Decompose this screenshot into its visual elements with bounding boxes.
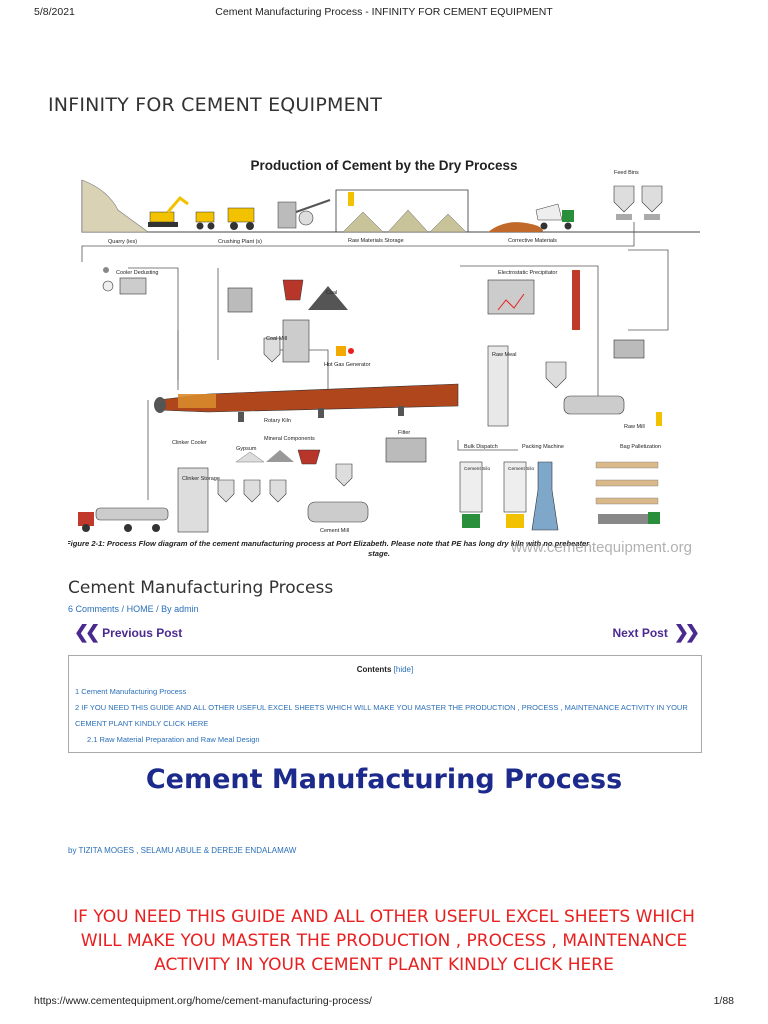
label-crushing: Crushing Plant (s) (218, 239, 262, 245)
label-feed-bins: Feed Bins (614, 170, 639, 176)
toc-title: Contents (356, 665, 392, 674)
table-of-contents: Contents [hide] 1 Cement Manufacturing P… (68, 655, 702, 753)
rotary-kiln (154, 383, 459, 422)
label-cooler-dedusting: Cooler Dedusting (116, 270, 159, 276)
figure-watermark: www.cementequipment.org (510, 539, 692, 556)
label-bag-pallet: Bag Palletization (620, 444, 661, 450)
raw-mill-filter (613, 339, 645, 359)
cta-link[interactable]: IF YOU NEED THIS GUIDE AND ALL OTHER USE… (73, 907, 695, 975)
print-doc-title: Cement Manufacturing Process - INFINITY … (215, 6, 553, 18)
label-hot-gas: Hot Gas Generator (324, 362, 371, 368)
cement-filter (385, 437, 427, 463)
corrective-pile (488, 222, 543, 232)
quarry-hill (81, 179, 149, 233)
tipper-truck-icon (535, 203, 574, 230)
print-date: 5/8/2021 (34, 6, 75, 18)
label-corrective: Corrective Materials (508, 238, 557, 244)
double-chevron-right-icon: ❯❯ (673, 622, 700, 642)
bag-pallets (595, 461, 660, 524)
figure-caption: Figure 2-1: Process Flow diagram of the … (68, 539, 591, 558)
label-cement-silo-2: Cement Silo (508, 466, 534, 472)
label-gypsum: Gypsum (236, 446, 257, 452)
excavator-icon (148, 195, 189, 227)
byline: by TIZITA MOGES , SELAMU ABULE & DEREJE … (68, 846, 297, 855)
raw-meal-silo (487, 345, 509, 427)
toc-header: Contents [hide] (69, 665, 701, 674)
toc-item[interactable]: CEMENT PLANT KINDLY CLICK HERE (75, 719, 209, 728)
toc-item[interactable]: 2.1 Raw Material Preparation and Raw Mea… (87, 735, 260, 744)
label-cement-mill: Cement Mill (320, 528, 349, 534)
toc-hide-toggle[interactable]: [hide] (393, 665, 414, 674)
print-url: https://www.cementequipment.org/home/cem… (34, 995, 372, 1007)
label-clinker-storage: Clinker Storage (182, 476, 220, 482)
cement-hoppers (217, 463, 353, 503)
content-heading: Cement Manufacturing Process (145, 764, 623, 795)
post-title[interactable]: Cement Manufacturing Process (68, 578, 334, 598)
coal-section (227, 279, 354, 363)
label-coal-mill: Coal Mill (266, 336, 287, 342)
crusher-icon (277, 199, 331, 229)
post-meta: 6 Comments / HOME / By admin (68, 604, 199, 614)
cement-mill (307, 501, 369, 523)
label-raw-meal: Raw Meal (492, 352, 516, 358)
process-flow-figure: Production of Cement by the Dry Process (66, 150, 708, 562)
comments-link[interactable]: 6 Comments (68, 604, 120, 614)
toc-list: 1 Cement Manufacturing Process 2 IF YOU … (75, 684, 701, 748)
loader-icon (195, 211, 215, 230)
label-clinker-cooler: Clinker Cooler (172, 440, 207, 446)
author-link[interactable]: By admin (161, 604, 199, 614)
post-navigation: ❮❮ Previous Post Next Post ❯❯ (68, 622, 702, 642)
label-packing: Packing Machine (522, 444, 564, 450)
electrostatic-precipitator (487, 270, 580, 330)
label-mineral: Mineral Components (264, 436, 315, 442)
cement-truck-icon (78, 507, 169, 532)
dump-truck-icon (227, 207, 255, 230)
print-page-number: 1/88 (713, 995, 734, 1007)
double-chevron-left-icon: ❮❮ (74, 622, 100, 642)
label-filter: Filter (398, 430, 410, 436)
process-flow-diagram: Production of Cement by the Dry Process (66, 158, 708, 558)
next-post-link[interactable]: Next Post ❯❯ (612, 622, 700, 642)
label-raw-mill: Raw Mill (624, 424, 645, 430)
site-title[interactable]: INFINITY FOR CEMENT EQUIPMENT (48, 94, 383, 116)
feed-bins (613, 185, 663, 220)
cooler-dedusting-unit (102, 267, 147, 295)
cement-silos (459, 461, 559, 531)
raw-mill (563, 395, 662, 426)
previous-post-link[interactable]: ❮❮ Previous Post (74, 622, 183, 642)
category-link[interactable]: HOME (126, 604, 154, 614)
label-raw-storage: Raw Materials Storage (348, 238, 404, 244)
label-rotary-kiln: Rotary Kiln (264, 418, 291, 424)
label-bulk-dispatch: Bulk Dispatch (464, 444, 498, 450)
toc-item[interactable]: 1 Cement Manufacturing Process (75, 687, 187, 696)
label-electrostatic: Electrostatic Precipitator (498, 270, 557, 276)
toc-item[interactable]: 2 IF YOU NEED THIS GUIDE AND ALL OTHER U… (75, 703, 688, 712)
raw-storage-hall (335, 189, 469, 233)
label-coal: Coal (326, 290, 337, 296)
clinker-storage (177, 467, 209, 533)
gypsum-mineral-piles (235, 449, 321, 465)
label-quarry: Quarry (ies) (108, 239, 137, 245)
print-header: 5/8/2021 Cement Manufacturing Process - … (0, 6, 768, 20)
figure-heading: Production of Cement by the Dry Process (250, 158, 517, 173)
label-cement-silo-1: Cement Silo (464, 466, 490, 472)
